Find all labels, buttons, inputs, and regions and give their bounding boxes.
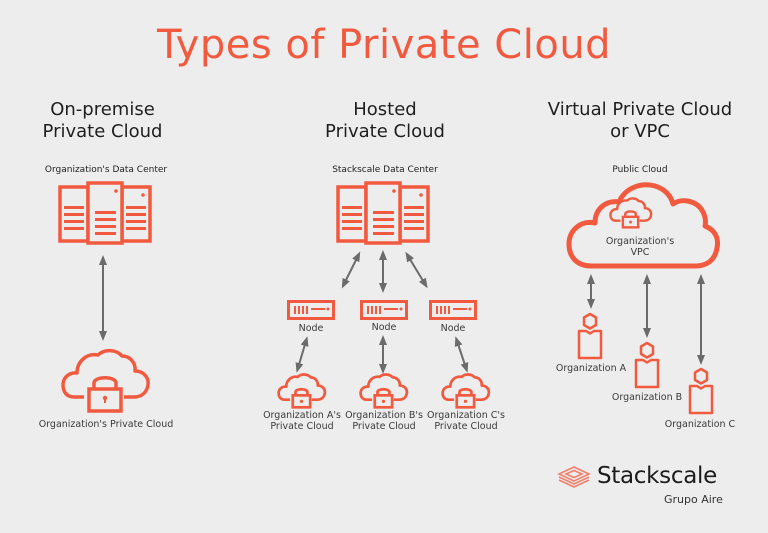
node-cloud-arrows bbox=[290, 335, 480, 374]
user-icon bbox=[576, 312, 604, 360]
on-premise-title-line2: Private Cloud bbox=[42, 121, 163, 142]
label-line2: Private Cloud bbox=[270, 421, 334, 432]
organization-c-label: Organization C bbox=[664, 419, 736, 430]
server-rack-icon bbox=[58, 181, 152, 245]
org-b-private-cloud-label: Organization B's Private Cloud bbox=[334, 410, 434, 432]
org-vpc-label: Organization's VPC bbox=[580, 236, 700, 258]
hosted-title-line1: Hosted bbox=[353, 99, 417, 120]
org-data-center-label: Organization's Data Center bbox=[44, 165, 168, 175]
label-line1: Organization B's bbox=[345, 410, 423, 421]
logo-name: Stackscale bbox=[597, 463, 717, 489]
cloud-lock-icon bbox=[441, 372, 491, 410]
user-icon bbox=[687, 367, 715, 415]
stackscale-logo-icon bbox=[557, 466, 591, 488]
logo-subtitle: Grupo Aire bbox=[664, 493, 723, 506]
node-label: Node bbox=[440, 323, 466, 334]
vpc-org-arrows bbox=[585, 274, 710, 366]
server-node-icon bbox=[429, 300, 477, 322]
vpc-title-line1: Virtual Private Cloud bbox=[547, 99, 733, 120]
server-node-icon bbox=[287, 300, 335, 322]
label-line1: Organization's bbox=[605, 236, 675, 247]
public-cloud-label: Public Cloud bbox=[612, 165, 668, 175]
cloud-lock-icon bbox=[609, 196, 653, 230]
hosted-title: Hosted Private Cloud bbox=[280, 99, 490, 143]
vpc-title-line2: or VPC bbox=[610, 121, 670, 142]
label-line1: Organization A's bbox=[263, 410, 341, 421]
vpc-title: Virtual Private Cloud or VPC bbox=[530, 99, 750, 143]
cloud-lock-icon bbox=[60, 347, 152, 415]
label-line2: Private Cloud bbox=[352, 421, 416, 432]
cloud-lock-icon bbox=[359, 372, 409, 410]
organization-a-label: Organization A bbox=[555, 363, 627, 374]
page-title: Types of Private Cloud bbox=[156, 22, 612, 68]
node-label: Node bbox=[298, 323, 324, 334]
org-a-private-cloud-label: Organization A's Private Cloud bbox=[252, 410, 352, 432]
cloud-lock-icon bbox=[277, 372, 327, 410]
hosted-title-line2: Private Cloud bbox=[325, 121, 445, 142]
organization-b-label: Organization B bbox=[611, 392, 683, 403]
bidirectional-arrow bbox=[98, 255, 108, 341]
on-premise-title: On-premise Private Cloud bbox=[0, 99, 205, 143]
label-line2: Private Cloud bbox=[434, 421, 498, 432]
user-icon bbox=[633, 341, 661, 389]
label-line2: VPC bbox=[630, 247, 650, 258]
datacenter-node-arrows bbox=[330, 250, 440, 293]
label-line1: Organization C's bbox=[427, 410, 505, 421]
node-label: Node bbox=[371, 322, 397, 333]
on-premise-title-line1: On-premise bbox=[50, 99, 155, 120]
org-c-private-cloud-label: Organization C's Private Cloud bbox=[416, 410, 516, 432]
server-rack-icon bbox=[336, 181, 430, 245]
public-cloud-icon bbox=[565, 180, 721, 272]
org-private-cloud-label: Organization's Private Cloud bbox=[38, 419, 174, 430]
stackscale-data-center-label: Stackscale Data Center bbox=[332, 165, 438, 175]
server-node-icon bbox=[360, 300, 408, 322]
